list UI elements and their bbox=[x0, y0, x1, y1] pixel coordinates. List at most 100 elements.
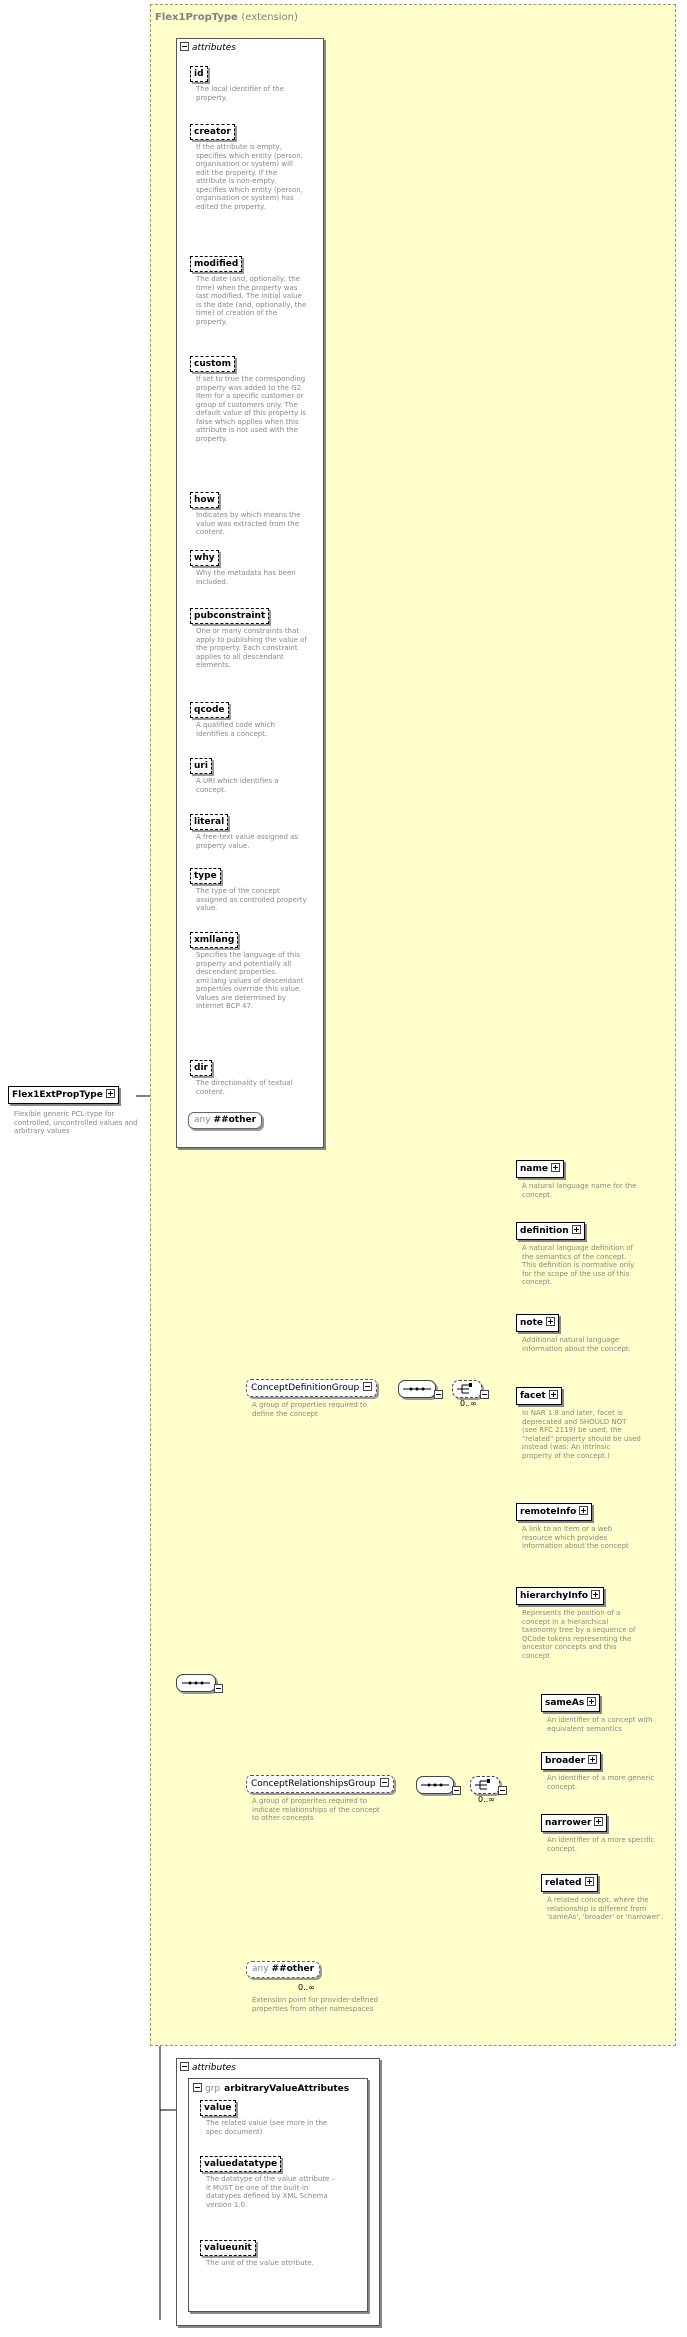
collapse-icon[interactable] bbox=[379, 1778, 389, 1787]
expand-icon[interactable] bbox=[584, 1877, 594, 1886]
expand-icon[interactable] bbox=[546, 1317, 555, 1326]
expand-icon[interactable] bbox=[571, 1225, 581, 1234]
extension-qualifier: (extension) bbox=[241, 12, 298, 23]
element-facet[interactable]: facet bbox=[516, 1387, 562, 1405]
attributes-any-other[interactable]: any##other bbox=[188, 1112, 263, 1129]
expand-icon[interactable] bbox=[548, 1390, 558, 1399]
sequence-collapse[interactable] bbox=[214, 1677, 226, 1696]
attribute-how[interactable]: how bbox=[190, 492, 219, 508]
any-name: ##other bbox=[213, 1115, 257, 1125]
attribute-creator[interactable]: creator bbox=[190, 124, 235, 140]
collapse-icon[interactable] bbox=[452, 1786, 461, 1795]
attribute-uri[interactable]: uri bbox=[190, 758, 212, 774]
attribute-description: A free-text value assigned as property v… bbox=[196, 833, 299, 850]
choice-icon bbox=[475, 1779, 490, 1790]
crg-multiplicity: 0..∞ bbox=[478, 1795, 495, 1804]
expand-icon[interactable] bbox=[579, 1506, 589, 1515]
any-other-element[interactable]: any##other bbox=[246, 1961, 321, 1978]
cdg-choice-collapse[interactable] bbox=[480, 1383, 492, 1402]
concept-relationships-group-name: ConceptRelationshipsGroup bbox=[251, 1779, 376, 1789]
element-note[interactable]: note bbox=[516, 1314, 559, 1332]
attribute-modified[interactable]: modified bbox=[190, 256, 243, 272]
element-name: related bbox=[545, 1878, 582, 1888]
root-element[interactable]: Flex1ExtPropType bbox=[8, 1086, 119, 1104]
concept-definition-group[interactable]: ConceptDefinitionGroup bbox=[246, 1379, 378, 1397]
cdg-multiplicity: 0..∞ bbox=[460, 1399, 477, 1408]
element-hierarchyInfo[interactable]: hierarchyInfo bbox=[516, 1587, 605, 1605]
element-name[interactable]: name bbox=[516, 1160, 564, 1178]
root-element-description: Flexible generic PCL-type for controlled… bbox=[14, 1110, 138, 1135]
attribute-description: Indicates by which means the value was e… bbox=[196, 511, 301, 536]
collapse-icon[interactable] bbox=[434, 1390, 443, 1399]
collapse-icon[interactable] bbox=[214, 1684, 223, 1693]
expand-icon[interactable] bbox=[588, 1755, 598, 1764]
element-description: A related concept, where the relationshi… bbox=[547, 1896, 664, 1921]
attribute-id[interactable]: id bbox=[190, 66, 208, 82]
cdg-sequence-compositor bbox=[398, 1380, 436, 1398]
expand-icon[interactable] bbox=[591, 1590, 601, 1599]
attribute-value[interactable]: value bbox=[200, 2100, 236, 2116]
any-other-multiplicity: 0..∞ bbox=[298, 1983, 315, 1992]
attribute-valuedatatype[interactable]: valuedatatype bbox=[200, 2156, 282, 2172]
collapse-icon[interactable] bbox=[180, 42, 189, 51]
attribute-description: If set to true the corresponding propert… bbox=[196, 375, 306, 443]
attribute-description: The local identifier of the property. bbox=[196, 85, 284, 102]
bottom-attributes-header-label: attributes bbox=[192, 2063, 236, 2073]
concept-relationships-group[interactable]: ConceptRelationshipsGroup bbox=[246, 1775, 394, 1793]
collapse-icon[interactable] bbox=[363, 1382, 373, 1391]
expand-icon[interactable] bbox=[587, 1697, 597, 1706]
attribute-description: If the attribute is empty, specifies whi… bbox=[196, 143, 303, 211]
attribute-description: The type of the concept assigned as cont… bbox=[196, 887, 307, 912]
attribute-description: A URI which identifies a concept. bbox=[196, 777, 279, 794]
attribute-dir[interactable]: dir bbox=[190, 1060, 212, 1076]
attribute-type[interactable]: type bbox=[190, 868, 221, 884]
element-sameAs[interactable]: sameAs bbox=[541, 1694, 601, 1712]
attribute-custom[interactable]: custom bbox=[190, 356, 235, 372]
attributes-box: attributes bbox=[176, 38, 324, 1148]
attribute-description: The date (and, optionally, the time) whe… bbox=[196, 275, 307, 326]
attribute-description: The unit of the value attribute. bbox=[206, 2259, 314, 2267]
element-narrower[interactable]: narrower bbox=[541, 1814, 608, 1832]
cdg-sequence-collapse[interactable] bbox=[434, 1383, 446, 1402]
attribute-description: The related value (see more in the spec … bbox=[206, 2119, 328, 2136]
collapse-icon[interactable] bbox=[193, 2083, 202, 2092]
attribute-literal[interactable]: literal bbox=[190, 814, 229, 830]
concept-relationships-group-description: A group of properites required to indica… bbox=[252, 1797, 380, 1822]
sequence-icon bbox=[182, 1681, 210, 1685]
bottom-attributes-header[interactable]: attributes bbox=[180, 2061, 236, 2073]
element-description: An identifier of a more specific concept… bbox=[547, 1836, 655, 1853]
expand-icon[interactable] bbox=[105, 1089, 115, 1098]
attribute-description: One or many constraints that apply to pu… bbox=[196, 627, 307, 669]
attribute-pubconstraint[interactable]: pubconstraint bbox=[190, 608, 270, 624]
element-description: In NAR 1.8 and later, facet is deprecate… bbox=[522, 1409, 641, 1460]
attribute-why[interactable]: why bbox=[190, 550, 219, 566]
collapse-icon[interactable] bbox=[180, 2062, 189, 2071]
expand-icon[interactable] bbox=[594, 1817, 604, 1826]
crg-sequence-collapse[interactable] bbox=[452, 1779, 464, 1798]
element-description: Represents the position of a concept in … bbox=[522, 1609, 636, 1660]
element-name: facet bbox=[520, 1391, 546, 1401]
attribute-description: The datatype of the value attribute – it… bbox=[206, 2175, 336, 2209]
element-related[interactable]: related bbox=[541, 1874, 598, 1892]
attribute-xmllang[interactable]: xmllang bbox=[190, 932, 239, 948]
attribute-description: Specifies the language of this property … bbox=[196, 951, 304, 1010]
crg-choice-collapse[interactable] bbox=[498, 1779, 510, 1798]
choice-icon bbox=[457, 1383, 472, 1394]
attribute-description: Why the metadata has been included. bbox=[196, 569, 296, 586]
element-remoteInfo[interactable]: remoteInfo bbox=[516, 1503, 593, 1521]
any-keyword: any bbox=[252, 1964, 269, 1974]
attribute-valueunit[interactable]: valueunit bbox=[200, 2240, 256, 2256]
attribute-qcode[interactable]: qcode bbox=[190, 702, 229, 718]
element-broader[interactable]: broader bbox=[541, 1752, 602, 1770]
element-definition[interactable]: definition bbox=[516, 1222, 585, 1240]
element-description: Additional natural language information … bbox=[522, 1336, 631, 1353]
expand-icon[interactable] bbox=[550, 1163, 560, 1172]
collapse-icon[interactable] bbox=[480, 1390, 489, 1399]
collapse-icon[interactable] bbox=[498, 1786, 507, 1795]
element-name: note bbox=[520, 1318, 543, 1328]
any-other-description: Extension point for provider-defined pro… bbox=[252, 1996, 379, 2013]
extension-title: Flex1PropType (extension) bbox=[155, 12, 298, 23]
attributes-header[interactable]: attributes bbox=[180, 41, 236, 53]
